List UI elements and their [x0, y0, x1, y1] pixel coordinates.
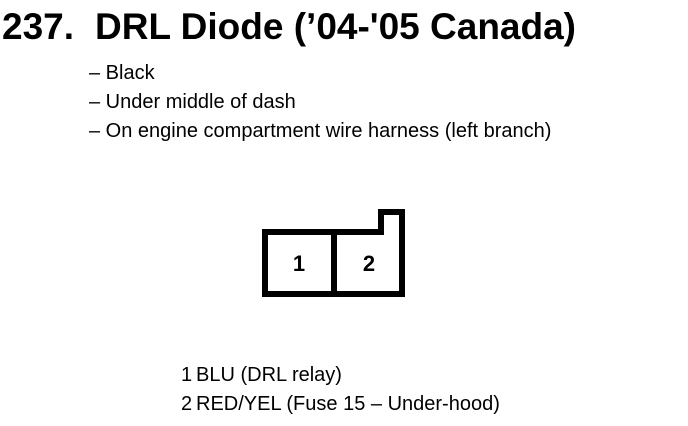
- section-title: DRL Diode (’04-'05 Canada): [95, 6, 576, 47]
- note-line-harness: – On engine compartment wire harness (le…: [89, 120, 552, 142]
- page-title: 237. DRL Diode (’04-'05 Canada): [2, 6, 576, 47]
- cavity-2-number: 2: [363, 251, 375, 276]
- cavity-1-number: 1: [293, 251, 305, 276]
- pin-wire-label: BLU (DRL relay): [196, 364, 342, 386]
- legend-row: 2 RED/YEL (Fuse 15 – Under-hood): [181, 390, 500, 419]
- pin-legend: 1 BLU (DRL relay) 2 RED/YEL (Fuse 15 – U…: [181, 361, 500, 419]
- connector-diagram: 1 2: [262, 209, 405, 297]
- section-number: 237.: [2, 6, 75, 47]
- pin-wire-label: RED/YEL (Fuse 15 – Under-hood): [196, 393, 500, 415]
- note-line-location: – Under middle of dash: [89, 91, 296, 113]
- note-line-color: – Black: [89, 62, 155, 84]
- legend-row: 1 BLU (DRL relay): [181, 361, 500, 390]
- notes-list: – Black – Under middle of dash – On engi…: [89, 59, 551, 146]
- pin-number: 1: [181, 364, 193, 386]
- pin-number: 2: [181, 393, 193, 415]
